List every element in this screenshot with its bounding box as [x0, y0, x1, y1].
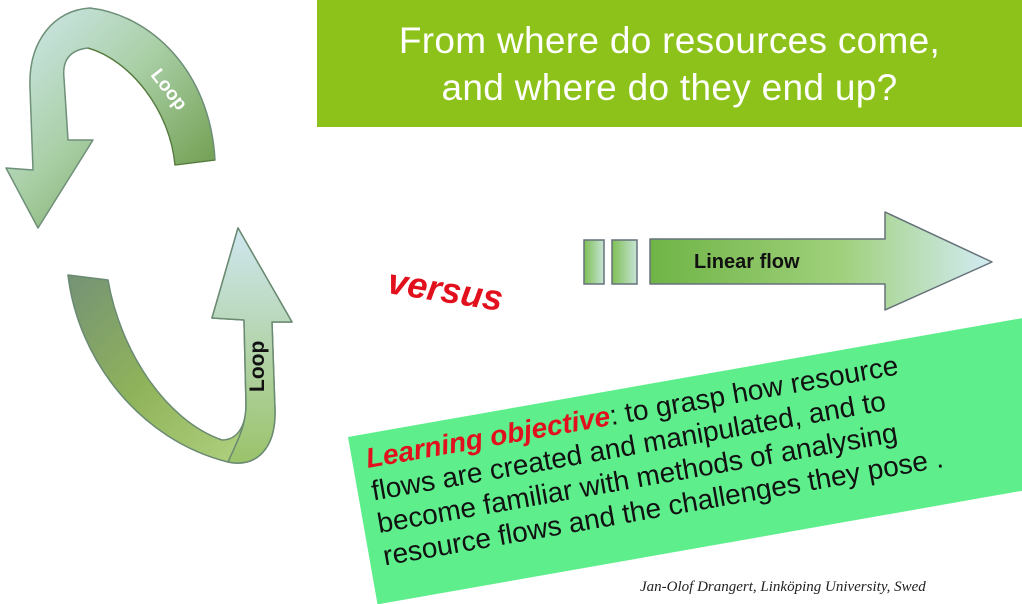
author-credit: Jan-Olof Drangert, Linköping University,… [640, 579, 926, 595]
linear-arrow-shape [649, 211, 993, 311]
linear-flow-label: Linear flow [694, 251, 800, 273]
title-line-2: and where do they end up? [441, 66, 898, 108]
linear-flow-arrow [583, 211, 993, 311]
title-line-1: From where do resources come, [398, 19, 941, 61]
loop-arrow-bottom [67, 227, 293, 464]
loop-label-bottom: Loop [246, 341, 269, 392]
loop-arrow-top [5, 7, 216, 229]
flow-bar-1 [583, 239, 605, 285]
title-banner: From where do resources come, and where … [317, 0, 1022, 127]
flow-bar-2 [611, 239, 638, 285]
